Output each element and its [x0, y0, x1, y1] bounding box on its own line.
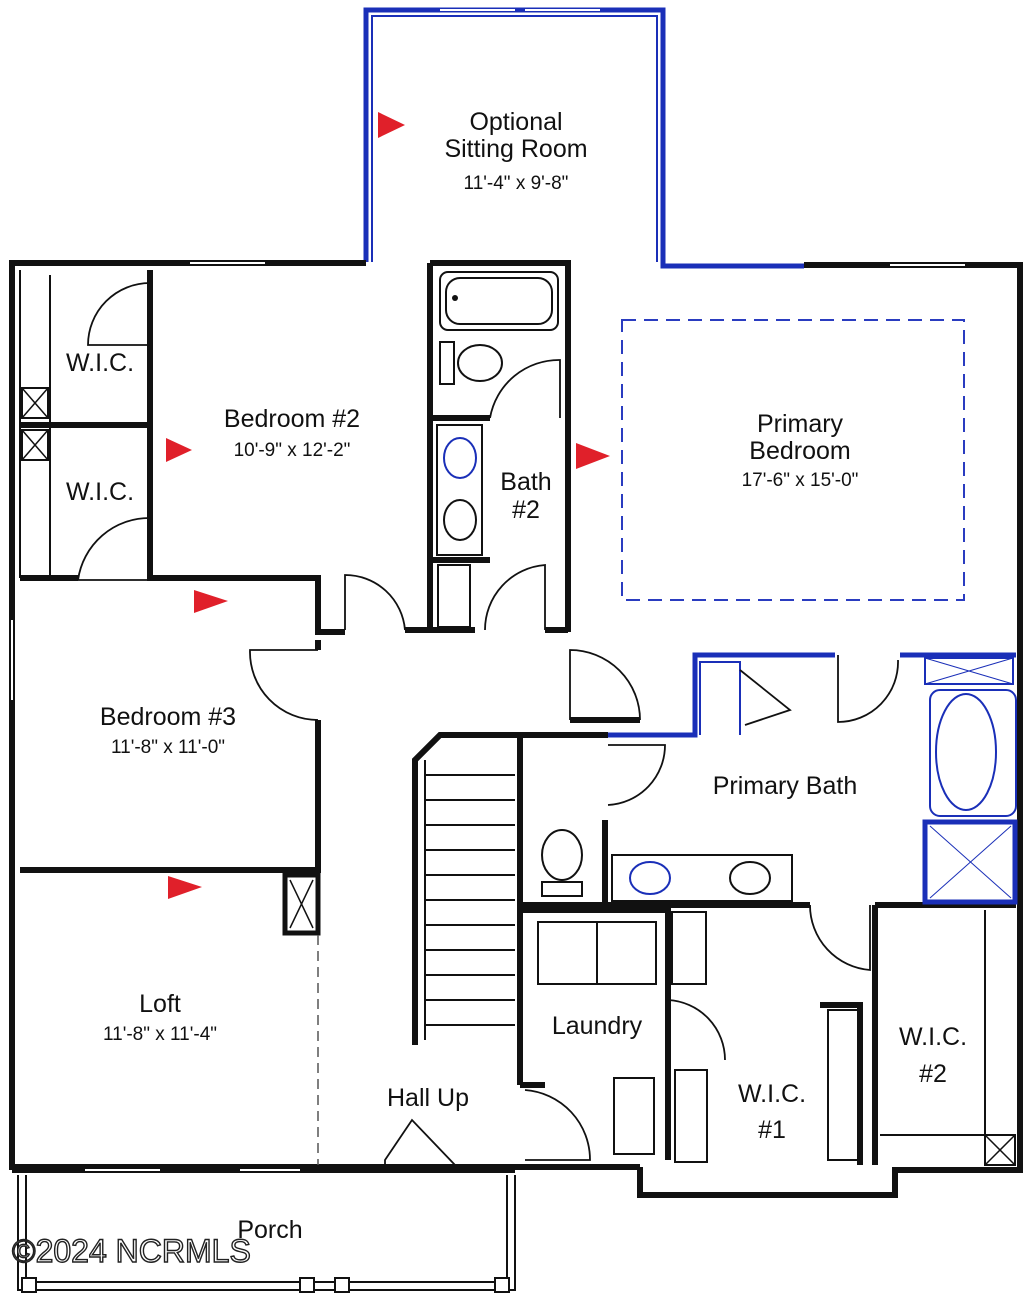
- bedroom3-label: Bedroom #3: [100, 703, 236, 731]
- bedroom2-dims: 10'-9" x 12'-2": [234, 440, 351, 461]
- wic-top-label: W.I.C.: [66, 349, 134, 377]
- wic1-label-1: W.I.C.: [738, 1080, 806, 1108]
- marker-sitting: [378, 112, 405, 138]
- wic-mid-label: W.I.C.: [66, 478, 134, 506]
- laundry-label: Laundry: [552, 1012, 643, 1040]
- marker-bedroom3: [194, 590, 228, 613]
- loft-dims: 11'-8" x 11'-4": [103, 1024, 217, 1045]
- optional-sitting-room-walls: [363, 7, 804, 269]
- door-swings: [76, 282, 899, 1166]
- bath2-label-1: Bath: [500, 468, 551, 496]
- tray-ceiling-outline: [621, 319, 965, 601]
- sitting-room-label-1: Optional: [469, 108, 562, 136]
- hall-label: Hall Up: [387, 1084, 469, 1112]
- laundry-fixtures: [537, 911, 861, 1163]
- bath2-fixtures: [436, 271, 559, 628]
- primary-bedroom-label-2: Bedroom: [749, 437, 850, 465]
- wic2-label-2: #2: [919, 1060, 947, 1088]
- sitting-room-dims: 11'-4" x 9'-8": [464, 173, 569, 194]
- primary-bedroom-label-1: Primary: [757, 410, 844, 438]
- marker-primary: [576, 443, 610, 469]
- windows: [11, 9, 965, 1171]
- loft-label: Loft: [139, 990, 181, 1018]
- chase-boxes: [21, 387, 1016, 1166]
- bedroom3-dims: 11'-8" x 11'-0": [111, 737, 225, 758]
- staircase: [424, 760, 515, 1040]
- bedroom2-label: Bedroom #2: [224, 405, 360, 433]
- bath2-label-2: #2: [512, 496, 540, 524]
- primary-bedroom-dims: 17'-6" x 15'-0": [742, 470, 859, 491]
- marker-bedroom2: [166, 438, 192, 462]
- primary-bath-label: Primary Bath: [713, 772, 857, 800]
- watermark: ©2024 NCRMLS: [12, 1233, 251, 1269]
- wic1-label-2: #1: [758, 1116, 786, 1144]
- data-markers: [166, 112, 610, 899]
- sitting-room-label-2: Sitting Room: [444, 135, 587, 163]
- porch-label: Porch: [237, 1216, 302, 1244]
- wic2-label-1: W.I.C.: [899, 1023, 967, 1051]
- marker-loft: [168, 876, 202, 899]
- interior-walls: [19, 260, 1016, 1165]
- primary-bath-fixtures: [541, 657, 1018, 905]
- porch-structure: [17, 1175, 516, 1293]
